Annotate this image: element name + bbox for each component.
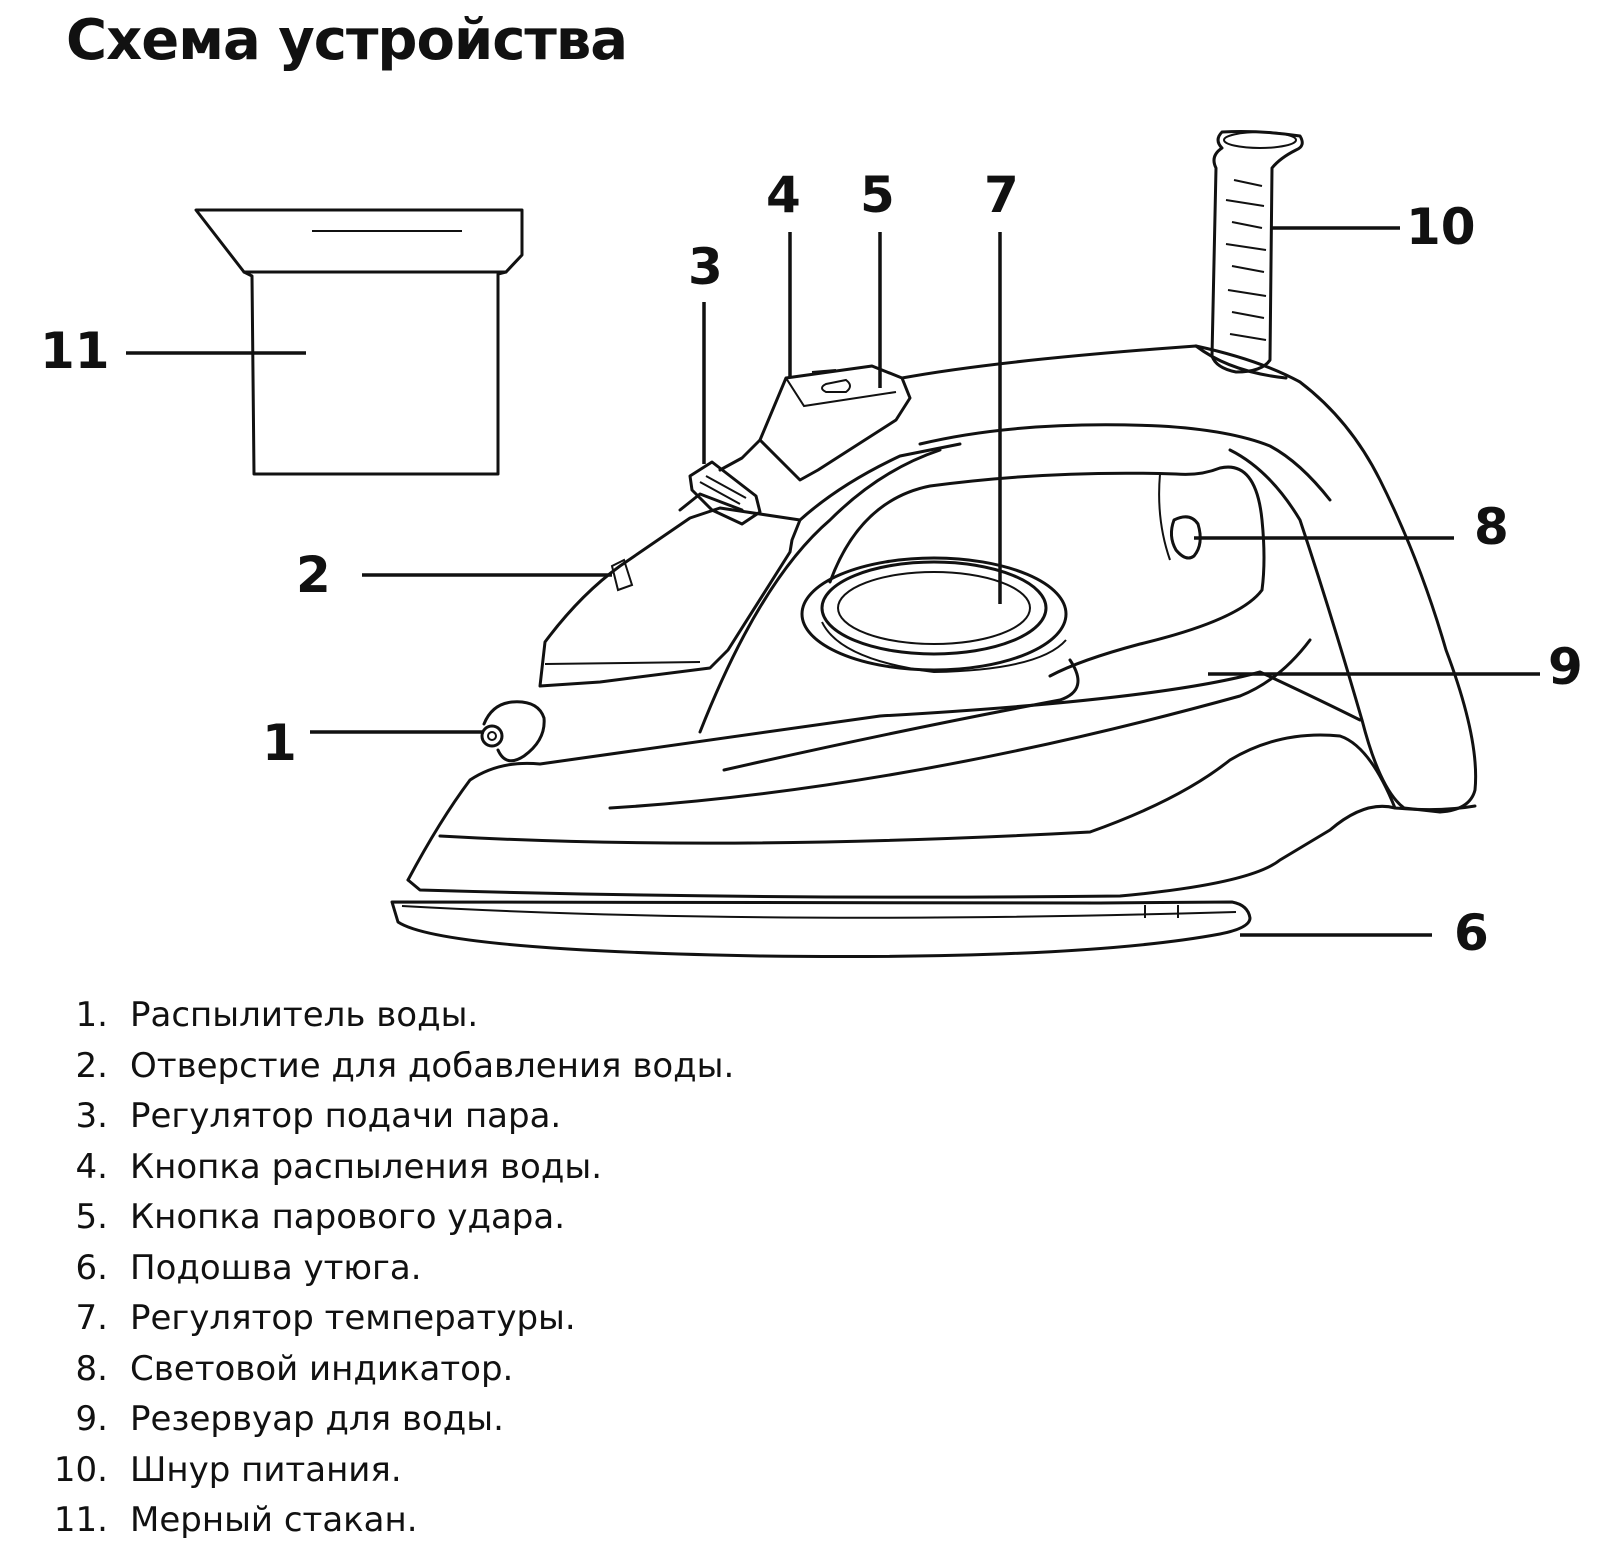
callout-10: 10 (1406, 198, 1476, 256)
spray-and-shot-buttons-shape (718, 364, 912, 482)
legend-item: 5.Кнопка парового удара. (75, 1197, 566, 1237)
legend-item: 9.Резервуар для воды. (75, 1399, 504, 1439)
legend-item: 10.Шнур питания. (53, 1449, 402, 1490)
steam-control-shape (688, 460, 762, 526)
callout-4: 4 (766, 166, 801, 224)
callout-9: 9 (1548, 638, 1583, 696)
iron-drawing (390, 130, 1478, 959)
legend-item: 1.Распылитель воды. (75, 995, 479, 1035)
page-title: Схема устройства (66, 8, 628, 73)
callout-2: 2 (296, 546, 331, 604)
legend-item: 3.Регулятор подачи пара. (75, 1096, 562, 1136)
callout-7: 7 (984, 166, 1019, 224)
parts-legend: 1.Распылитель воды. 2.Отверстие для доба… (40, 990, 734, 1546)
leader-lines (126, 226, 1540, 937)
callout-6: 6 (1454, 904, 1489, 962)
legend-item: 8.Световой индикатор. (75, 1348, 514, 1389)
soleplate-shape (390, 900, 1252, 959)
callout-1: 1 (262, 714, 297, 772)
callout-3: 3 (688, 238, 723, 296)
power-cord-shape (1194, 130, 1304, 380)
legend-item: 4.Кнопка распыления воды. (75, 1146, 602, 1187)
callout-5: 5 (860, 166, 895, 224)
measuring-cup-drawing (194, 208, 524, 476)
legend-item: 11.Мерный стакан. (53, 1500, 418, 1540)
callout-11: 11 (40, 322, 110, 380)
spray-nozzle-shape (480, 700, 546, 763)
legend-item: 6.Подошва утюга. (75, 1247, 422, 1288)
temperature-dial-shape (800, 556, 1068, 674)
callout-numbers: 1 2 3 4 5 7 8 9 10 11 6 (40, 166, 1583, 962)
legend-item: 2.Отверстие для добавления воды. (75, 1045, 735, 1086)
callout-8: 8 (1474, 498, 1509, 556)
iron-diagram: 1 2 3 4 5 7 8 9 10 11 6 (40, 130, 1583, 962)
light-indicator-shape (1169, 515, 1202, 560)
legend-item: 7.Регулятор температуры. (75, 1298, 576, 1338)
